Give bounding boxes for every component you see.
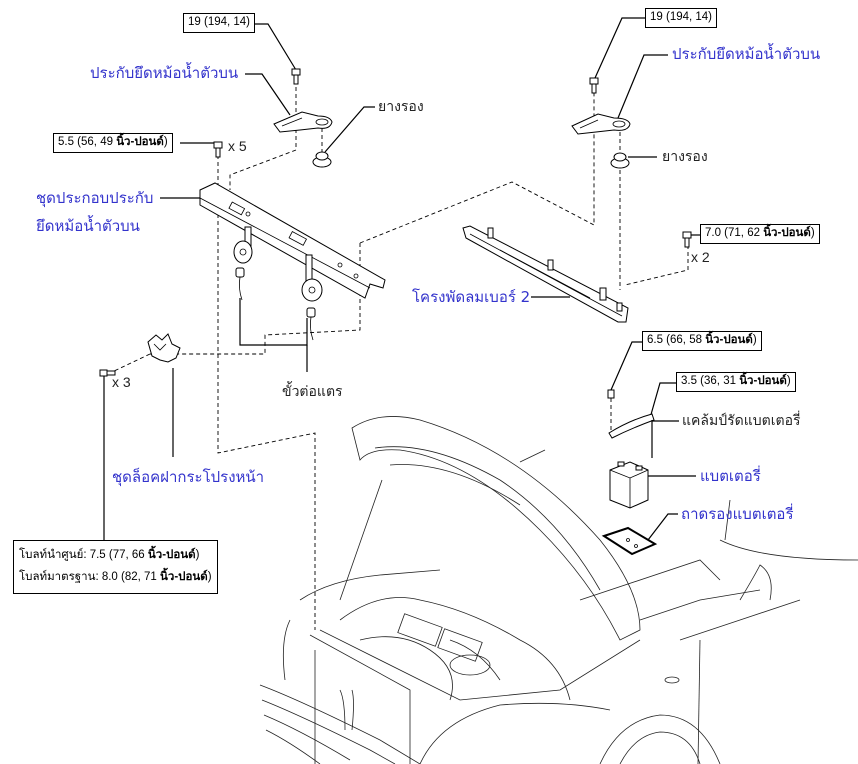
horn-connector-icon — [235, 267, 316, 341]
bolt-fan-bracket-icon — [682, 231, 692, 248]
label-upper-radiator-support-left: ประกับยึดหม้อน้ำตัวบน — [90, 64, 239, 82]
label-battery-tray: ถาดรองแบตเตอรี่ — [681, 505, 794, 523]
clamp-nut-icon — [607, 389, 615, 399]
cushion-left-icon — [312, 151, 332, 168]
torque-spec-support-bolt: 5.5 (56, 49 นิ้ว-ปอนด์) — [53, 133, 173, 153]
torque-value: 7.0 (71, 62 — [705, 227, 764, 239]
torque-line-standard-bolt: โบลท์มาตรฐาน: 8.0 (82, 71 นิ้ว-ปอนด์) — [19, 567, 212, 589]
label-horn-connector: ขั้วต่อแตร — [282, 384, 343, 400]
assembly-lines — [111, 80, 689, 630]
torque-spec-hood-lock-bolts: โบลท์นำศูนย์: 7.5 (77, 66 นิ้ว-ปอนด์) โบ… — [13, 540, 218, 594]
torque-unit: นิ้ว-ปอนด์ — [739, 375, 787, 387]
battery-clamp-icon — [608, 413, 655, 458]
quantity-fan-bracket-bolt: x 2 — [691, 249, 710, 265]
torque-spec-fan-bracket-bolt: 7.0 (71, 62 นิ้ว-ปอนด์) — [700, 224, 820, 244]
upper-radiator-support-right-icon — [571, 113, 631, 135]
torque-spec-clamp-nut: 6.5 (66, 58 นิ้ว-ปอนด์) — [642, 331, 762, 351]
torque-close: ) — [163, 136, 168, 148]
label-support-assembly-line2: ยึดหม้อน้ำตัวบน — [36, 217, 140, 235]
torque-value: 3.5 (36, 31 — [681, 375, 740, 387]
bolt-upper-right-icon — [589, 77, 599, 94]
battery-icon — [609, 461, 649, 509]
torque-line-centering-bolt: โบลท์นำศูนย์: 7.5 (77, 66 นิ้ว-ปอนด์) — [19, 545, 212, 567]
fan-bracket-no2-icon — [462, 225, 629, 323]
torque-close: ) — [752, 334, 757, 346]
cushion-right-icon — [610, 152, 630, 169]
torque-spec-upper-right: 19 (194, 14) — [645, 8, 718, 28]
label-support-assembly-line1: ชุดประกอบประกับ — [36, 189, 154, 207]
label-upper-radiator-support-right: ประกับยึดหม้อน้ำตัวบน — [672, 45, 821, 63]
label-fan-bracket-no2: โครงพัดลมเบอร์ 2 — [412, 288, 531, 306]
label-hood-lock-assembly: ชุดล็อคฝากระโปรงหน้า — [112, 468, 265, 486]
torque-unit: นิ้ว-ปอนด์ — [763, 227, 811, 239]
torque-close: ) — [810, 227, 815, 239]
quantity-support-bolt: x 5 — [228, 138, 247, 154]
battery-tray-icon — [601, 526, 658, 556]
torque-unit: นิ้ว-ปอนด์ — [160, 570, 208, 583]
radiator-support-assembly-icon — [199, 182, 386, 302]
torque-unit: นิ้ว-ปอนด์ — [147, 549, 196, 561]
torque-unit: นิ้ว-ปอนด์ — [116, 136, 164, 148]
bolt-support-icon — [213, 141, 223, 158]
torque-value: 5.5 (56, 49 — [58, 136, 117, 148]
torque-value: โบลท์มาตรฐาน: 8.0 (82, 71 — [19, 570, 161, 583]
quantity-hood-lock-bolt: x 3 — [112, 374, 131, 390]
upper-radiator-support-left-icon — [273, 111, 333, 133]
torque-spec-upper-left: 19 (194, 14) — [183, 13, 256, 33]
torque-unit: นิ้ว-ปอนด์ — [705, 334, 753, 346]
torque-close: ) — [786, 375, 791, 387]
bolt-upper-left-icon — [291, 68, 301, 85]
label-cushion-right: ยางรอง — [662, 149, 708, 165]
vehicle-front-icon — [259, 416, 858, 764]
label-cushion-left: ยางรอง — [378, 99, 424, 115]
label-battery: แบตเตอรี่ — [700, 467, 761, 485]
bolt-hood-lock-icon — [99, 369, 116, 377]
leader-lines — [103, 17, 700, 541]
torque-close: ) — [207, 570, 212, 583]
torque-close: ) — [195, 549, 200, 561]
torque-value: โบลท์นำศูนย์: 7.5 (77, 66 — [19, 549, 148, 561]
torque-value: 19 (194, 14) — [188, 16, 251, 28]
label-battery-clamp: แคล้มป์รัดแบตเตอรี่ — [682, 413, 801, 429]
torque-value: 6.5 (66, 58 — [647, 334, 706, 346]
hood-lock-assembly-icon — [147, 333, 181, 363]
torque-value: 19 (194, 14) — [650, 11, 713, 23]
torque-spec-clamp-bolt: 3.5 (36, 31 นิ้ว-ปอนด์) — [676, 372, 796, 392]
